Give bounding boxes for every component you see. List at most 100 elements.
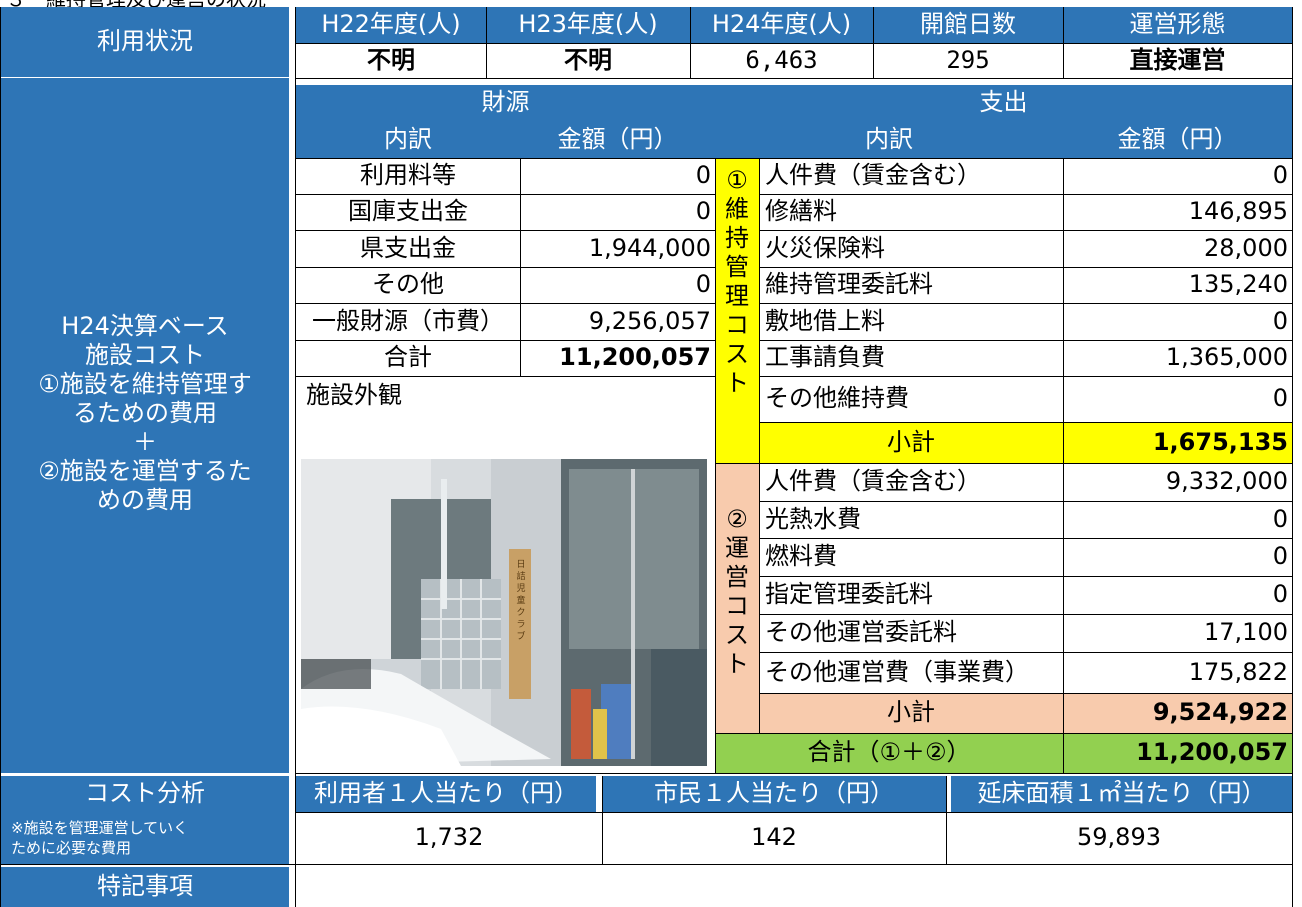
- cost-description-panel: [1, 78, 289, 773]
- usage-label: 利用状況: [1, 7, 289, 77]
- revenue-total-label: 合計: [384, 343, 432, 372]
- cost-value-per-area: 59,893: [1077, 823, 1161, 852]
- maintenance-group-char: ス: [725, 340, 749, 368]
- revenue-row-amount: 0: [695, 161, 711, 190]
- maintenance-subtotal-amount: 1,675,135: [1063, 422, 1292, 463]
- usage-header-h22: H22年度(人): [296, 7, 486, 43]
- cost-desc-line: H24決算ベース: [61, 312, 229, 340]
- cost-header-per-user: 利用者１人当たり（円）: [296, 776, 596, 812]
- cost-desc-line: 施設コスト: [85, 341, 205, 369]
- operation-subtotal-amount: 9,524,922: [1063, 693, 1292, 733]
- maintenance-row-amount: 0: [1272, 161, 1288, 190]
- revenue-row-amount: 9,256,057: [588, 306, 711, 335]
- cost-analysis-note: ※施設を管理運営していく ために必要な費用: [1, 812, 289, 864]
- maintenance-group-band: [715, 158, 759, 463]
- section-title: ３ 維持管理及び運営の状況: [0, 0, 600, 12]
- maintenance-row-label: 火災保険料: [765, 233, 885, 262]
- cost-header-per-area: 延床面積１㎡当たり（円）: [951, 776, 1292, 812]
- maintenance-row-label: その他維持費: [765, 384, 909, 413]
- maintenance-group-char: ①: [726, 166, 748, 194]
- cost-value-per-citizen: 142: [751, 823, 797, 852]
- operation-row-label: 光熱水費: [765, 504, 861, 533]
- usage-value-open-days: 295: [946, 45, 990, 74]
- operation-row-amount: 17,100: [1204, 618, 1288, 647]
- special-notes-content: [296, 867, 1292, 907]
- cost-value-per-user: 1,732: [414, 823, 484, 852]
- operation-group-char: 営: [725, 563, 749, 591]
- operation-row-label: 人件費（賃金含む）: [765, 467, 981, 496]
- revenue-row-amount: 0: [695, 197, 711, 226]
- operation-row-label: 指定管理委託料: [765, 580, 933, 609]
- cost-desc-line: めの費用: [97, 486, 193, 514]
- cost-analysis-label: コスト分析: [1, 776, 289, 812]
- usage-header-operation: 運営形態: [1063, 7, 1292, 43]
- operation-group-band: [715, 463, 759, 733]
- revenue-total-amount: 11,200,057: [559, 343, 711, 372]
- revenue-row-amount: 1,944,000: [588, 233, 711, 262]
- operation-group-char: ト: [725, 650, 749, 678]
- revenue-row-label: 一般財源（市費）: [312, 306, 504, 335]
- revenue-row-label: 県支出金: [360, 233, 456, 262]
- maintenance-subtotal-label: 小計: [759, 422, 1063, 463]
- usage-value-h24: 6,463: [745, 45, 818, 74]
- maintenance-group-char: コ: [725, 311, 749, 339]
- maintenance-row-label: 人件費（賃金含む）: [765, 161, 981, 190]
- maintenance-row-label: 修繕料: [765, 197, 837, 226]
- maintenance-group-char: 維: [725, 195, 749, 223]
- maintenance-group-char: ト: [725, 369, 749, 397]
- maintenance-row-amount: 28,000: [1204, 233, 1288, 262]
- cost-desc-line: ＋: [133, 428, 157, 456]
- maintenance-row-label: 工事請負費: [765, 343, 885, 372]
- revenue-row-label: 国庫支出金: [348, 197, 468, 226]
- maintenance-row-label: 維持管理委託料: [765, 270, 933, 299]
- operation-row-label: 燃料費: [765, 542, 837, 571]
- cost-desc-line: るための費用: [73, 399, 217, 427]
- revenue-title: 財源: [296, 85, 715, 121]
- maintenance-row-amount: 0: [1272, 384, 1288, 413]
- usage-value-h23: 不明: [564, 45, 612, 74]
- operation-row-amount: 0: [1272, 542, 1288, 571]
- expense-col-amount: 金額（円）: [1063, 121, 1292, 158]
- photo-label: 施設外観: [306, 381, 402, 410]
- revenue-row-label: 利用料等: [360, 161, 456, 190]
- operation-row-amount: 9,332,000: [1165, 467, 1288, 496]
- cost-header-per-citizen: 市民１人当たり（円）: [602, 776, 946, 812]
- operation-group-char: ②: [726, 505, 748, 533]
- expense-title: 支出: [715, 85, 1292, 121]
- photo-sign-text: 日詰児童クラブ: [516, 560, 526, 642]
- operation-row-label: その他運営費（事業費）: [765, 657, 1029, 686]
- maintenance-row-amount: 146,895: [1188, 197, 1288, 226]
- cost-note-line: ために必要な費用: [11, 839, 132, 857]
- operation-group-char: ス: [725, 621, 749, 649]
- usage-header-open-days: 開館日数: [873, 7, 1063, 43]
- operation-row-amount: 175,822: [1188, 657, 1288, 686]
- maintenance-row-amount: 0: [1272, 306, 1288, 335]
- usage-value-operation: 直接運営: [1129, 45, 1226, 74]
- maintenance-row-label: 敷地借上料: [765, 306, 885, 335]
- facility-photo: 日詰児童クラブ: [301, 459, 707, 766]
- cost-description-text: H24決算ベース 施設コスト ①施設を維持管理す るための費用 ＋ ②施設を運営…: [1, 312, 289, 515]
- operation-row-label: その他運営委託料: [765, 618, 957, 647]
- cost-desc-line: ①施設を維持管理す: [38, 370, 252, 398]
- maintenance-group-char: 理: [725, 282, 749, 310]
- expense-col-item: 内訳: [715, 121, 1063, 158]
- usage-header-h24: H24年度(人): [690, 7, 873, 43]
- revenue-row-amount: 0: [695, 270, 711, 299]
- cost-desc-line: ②施設を運営するた: [38, 457, 252, 485]
- operation-subtotal-label: 小計: [759, 693, 1063, 733]
- maintenance-row-amount: 1,365,000: [1165, 343, 1288, 372]
- maintenance-group-char: 管: [725, 253, 749, 281]
- cost-note-line: ※施設を管理運営していく: [11, 819, 189, 837]
- grand-total-amount: 11,200,057: [1063, 733, 1292, 773]
- maintenance-row-amount: 135,240: [1188, 270, 1288, 299]
- usage-header-h23: H23年度(人): [486, 7, 690, 43]
- operation-group-char: 運: [725, 534, 749, 562]
- operation-row-amount: 0: [1272, 504, 1288, 533]
- revenue-col-amount: 金額（円）: [520, 121, 715, 158]
- operation-row-amount: 0: [1272, 580, 1288, 609]
- maintenance-group-char: 持: [725, 224, 749, 252]
- special-notes-label: 特記事項: [1, 867, 289, 907]
- revenue-row-label: その他: [372, 270, 444, 299]
